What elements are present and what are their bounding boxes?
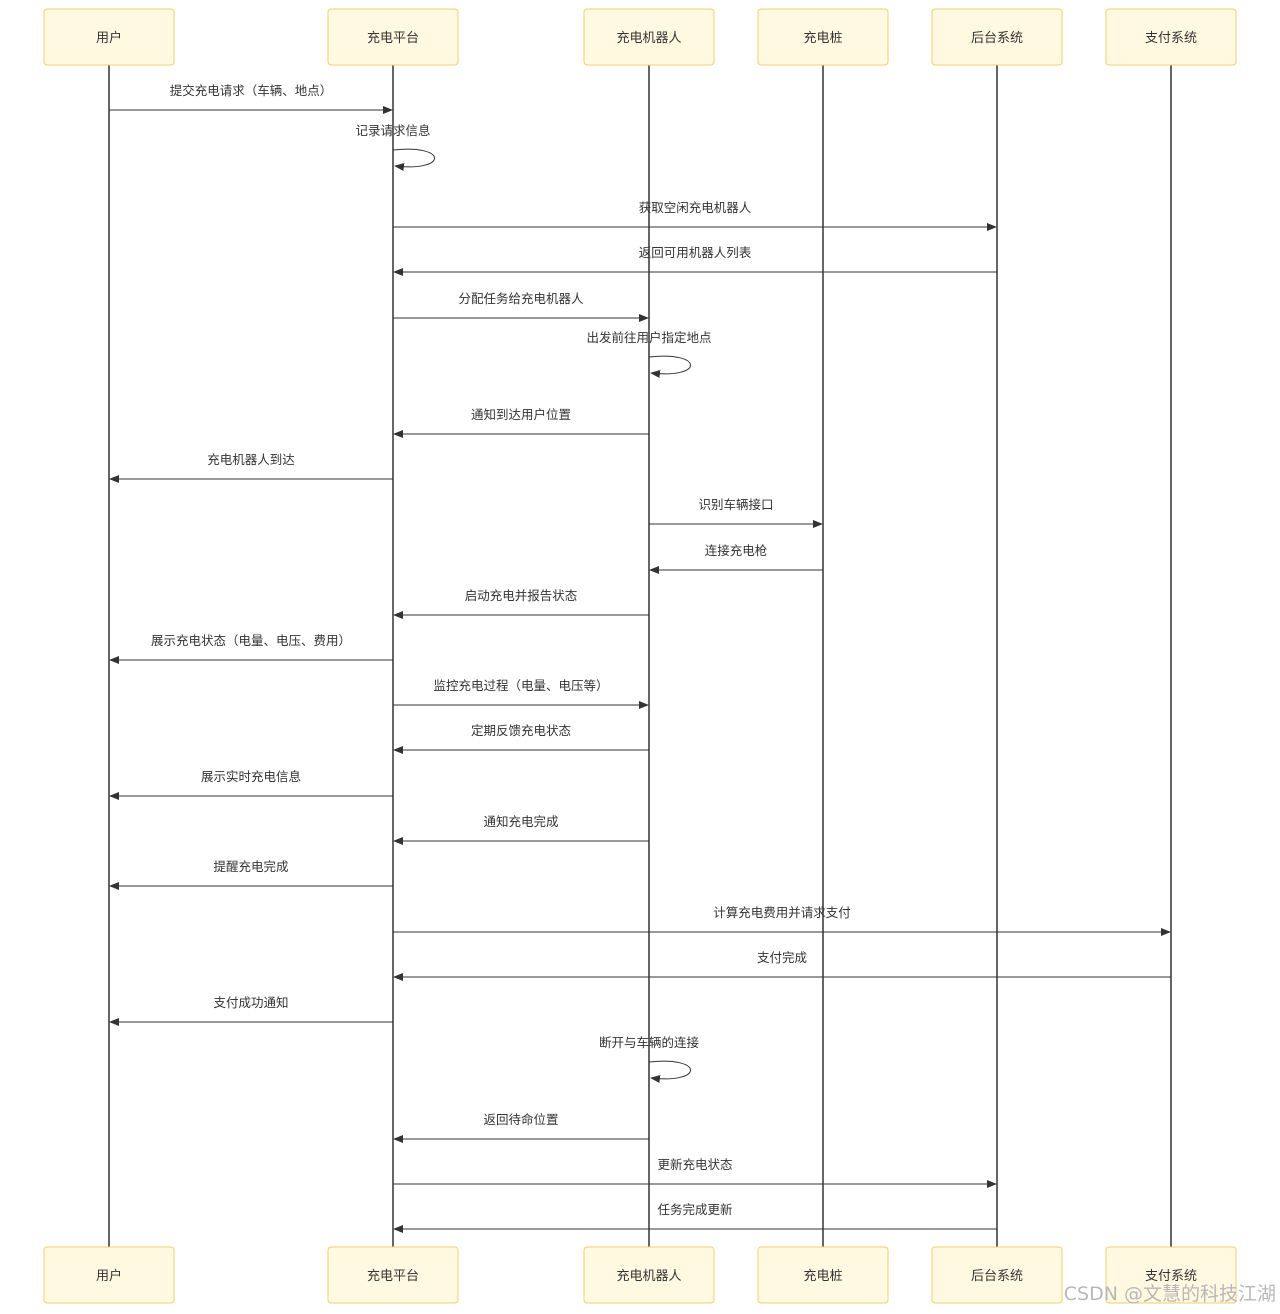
message-label: 启动充电并报告状态 xyxy=(465,588,578,603)
actor-box-robot-bottom xyxy=(583,1246,715,1304)
actor-box-payment-bottom xyxy=(1105,1246,1237,1304)
message-label: 记录请求信息 xyxy=(355,123,430,138)
actor-label-user-bottom: 用户 xyxy=(96,1268,122,1284)
actor-label-platform-bottom: 充电平台 xyxy=(367,1268,419,1284)
message-label: 支付完成 xyxy=(757,950,807,965)
message-label: 展示实时充电信息 xyxy=(201,769,301,784)
message-label: 返回可用机器人列表 xyxy=(639,245,752,260)
message-label: 定期反馈充电状态 xyxy=(471,723,571,738)
message-label: 连接充电枪 xyxy=(705,543,768,558)
message-label: 提交充电请求（车辆、地点） xyxy=(170,83,333,98)
lifelines-layer xyxy=(108,65,1172,1247)
message-label: 充电机器人到达 xyxy=(207,452,295,467)
message-label: 识别车辆接口 xyxy=(698,497,773,512)
actor-label-backend-top: 后台系统 xyxy=(971,31,1023,46)
message-label: 支付成功通知 xyxy=(213,995,288,1010)
actor-label-user-top: 用户 xyxy=(96,30,122,46)
message-label: 监控充电过程（电量、电压等） xyxy=(433,678,608,693)
actor-label-platform-top: 充电平台 xyxy=(367,30,419,46)
message-label: 通知充电完成 xyxy=(483,814,558,829)
watermark-text: CSDN @文慧的科技江湖 xyxy=(1064,1283,1276,1305)
message-label: 返回待命位置 xyxy=(483,1112,558,1127)
messages-layer: 提交充电请求（车辆、地点） 记录请求信息获取空闲充电机器人返回可用机器人列表分配任… xyxy=(109,83,1171,1233)
message-label: 出发前往用户指定地点 xyxy=(586,330,711,345)
actor-label-pile-top: 充电桩 xyxy=(803,30,842,46)
message-label: 提醒充电完成 xyxy=(213,859,288,874)
actor-label-robot-bottom: 充电机器人 xyxy=(616,1268,681,1284)
actor-box-pile-bottom xyxy=(757,1246,889,1304)
actors-layer: 用户用户充电平台充电平台充电机器人充电机器人充电桩充电桩后台系统后台系统支付系统… xyxy=(43,8,1237,1304)
message-label: 断开与车辆的连接 xyxy=(599,1035,700,1050)
message-label: 计算充电费用并请求支付 xyxy=(713,905,851,920)
actor-box-backend-bottom xyxy=(931,1246,1063,1304)
actor-box-payment-top xyxy=(1105,8,1237,66)
message-label: 更新充电状态 xyxy=(657,1157,732,1172)
actor-box-user-top xyxy=(43,8,175,66)
message-self-platform xyxy=(392,148,435,171)
message-self-robot xyxy=(648,355,691,378)
actor-box-pile-top xyxy=(757,8,889,66)
actor-label-robot-top: 充电机器人 xyxy=(616,30,681,46)
actor-box-platform-top xyxy=(327,8,459,66)
actor-box-backend-top xyxy=(931,8,1063,66)
actor-box-user-bottom xyxy=(43,1246,175,1304)
message-label: 通知到达用户位置 xyxy=(471,407,571,422)
actor-label-pile-bottom: 充电桩 xyxy=(803,1268,842,1284)
message-label: 任务完成更新 xyxy=(657,1202,732,1217)
actor-box-robot-top xyxy=(583,8,715,66)
actor-label-backend-bottom: 后台系统 xyxy=(971,1269,1023,1284)
message-self-robot xyxy=(648,1060,691,1083)
message-label: 分配任务给充电机器人 xyxy=(458,291,584,306)
actor-label-payment-bottom: 支付系统 xyxy=(1145,1269,1197,1284)
actor-box-platform-bottom xyxy=(327,1246,459,1304)
message-label: 获取空闲充电机器人 xyxy=(639,200,752,215)
actor-label-payment-top: 支付系统 xyxy=(1145,31,1197,46)
message-label: 展示充电状态（电量、电压、费用） xyxy=(151,633,351,648)
